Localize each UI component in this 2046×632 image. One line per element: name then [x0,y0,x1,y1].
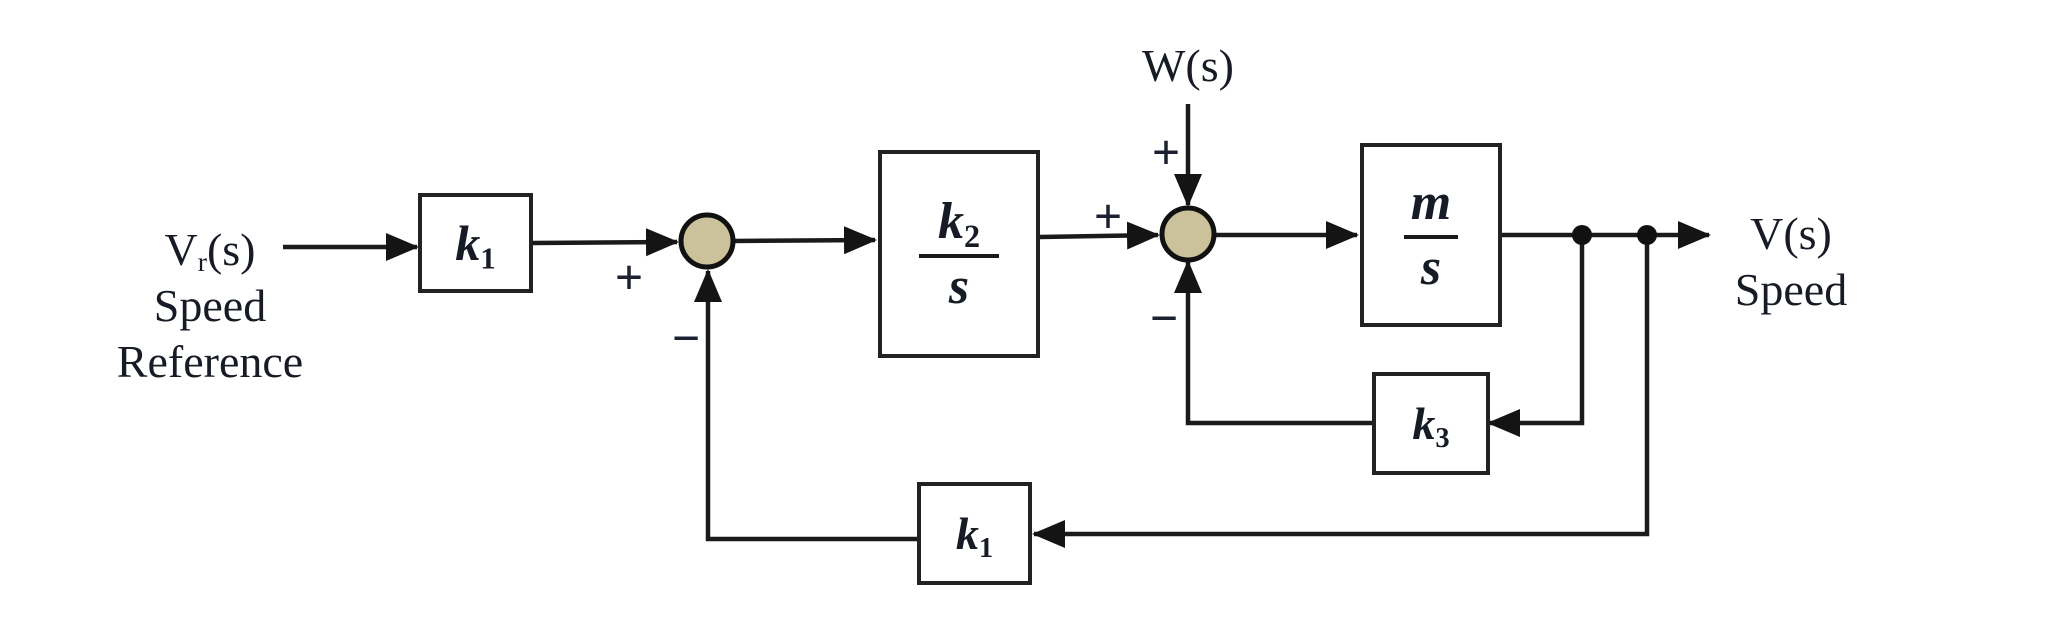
block-m-over-s: m s [1360,143,1502,327]
sum2-minus-sign: − [1149,290,1179,346]
disturbance-label: W(s) [1142,40,1234,91]
k2s-to-sum2-line [1039,221,1160,250]
pickoff-dot-1 [1572,225,1592,245]
pickoff2-to-k1-line [1032,235,1650,548]
fraction-bar [1404,235,1458,239]
k1-to-sum1-line [532,228,679,257]
sum2-disturbance-plus-sign: + [1151,124,1181,180]
sum1-to-k2s-line [732,226,877,255]
block-k2-over-s: k2 s [878,150,1040,358]
ms-numerator: m [1410,173,1452,231]
k2s-numerator: k2 [937,192,981,254]
output-label: V(s) Speed [1696,206,1886,318]
ms-denominator: s [1420,239,1442,296]
sum2-plus-sign: + [1093,188,1123,244]
output-desc: Speed [1734,264,1848,315]
fraction-bar [919,254,999,258]
input-desc-line2: Reference [116,336,304,387]
input-symbol: Vr(s) [164,224,256,278]
pickoff-dot-2 [1637,225,1657,245]
k2s-denominator: s [948,258,970,315]
summing-junction-1 [678,212,736,270]
pickoff1-to-k3-line [1487,235,1585,437]
output-symbol: V(s) [1750,208,1832,259]
sum1-plus-sign: + [614,249,644,305]
k3-to-sum2-line [1174,260,1372,426]
block-k3-inner-feedback: k3 [1372,372,1490,475]
block-k1-outer-feedback: k1 [917,482,1032,585]
summing-junction-2 [1159,205,1217,263]
input-desc-line1: Speed [153,280,267,331]
sum1-minus-sign: − [671,310,701,366]
k1-to-sum1-feedback-line [694,269,917,542]
input-label: Vr(s) Speed Reference [40,222,380,390]
block-k1-forward: k1 [418,193,533,293]
